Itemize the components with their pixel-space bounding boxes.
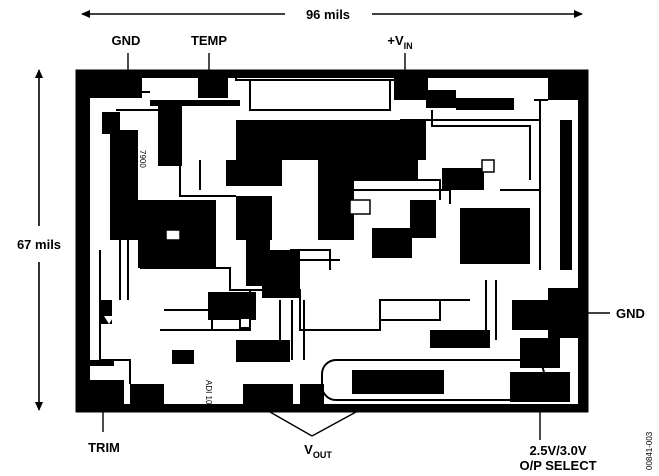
height-dimension: 67 mils — [17, 69, 61, 411]
circuit-traces — [96, 71, 548, 401]
label-vin-sub: IN — [404, 41, 413, 51]
die-border-top — [76, 70, 588, 78]
pad-top-right — [548, 70, 588, 100]
pad-vout-a — [243, 384, 293, 412]
label-gnd-right: GND — [616, 306, 645, 321]
figure-id: 00841-003 — [645, 431, 654, 470]
pad-gnd-top — [84, 70, 142, 98]
circuit-details — [104, 159, 495, 329]
width-label: 96 mils — [306, 7, 350, 22]
label-select-line1: 2.5V/3.0V — [529, 443, 586, 458]
label-vin-main: +V — [387, 33, 404, 48]
label-temp: TEMP — [191, 33, 227, 48]
label-select-line2: O/P SELECT — [519, 458, 596, 473]
label-vout-main: V — [304, 442, 313, 457]
pad-temp — [198, 70, 228, 98]
label-vout-sub: OUT — [313, 450, 333, 460]
die-marking: 7900 — [138, 150, 147, 168]
die-marking-small: ADI 100 — [204, 380, 213, 409]
leader-lines — [102, 53, 610, 440]
pad-vout-b — [300, 384, 324, 412]
label-vout: VOUT — [304, 442, 332, 460]
pad-gnd-right — [548, 288, 588, 338]
label-gnd-top: GND — [112, 33, 141, 48]
circuit-metal — [90, 90, 572, 394]
pad-trim — [78, 380, 124, 412]
height-label: 67 mils — [17, 237, 61, 252]
pad-bottom-2 — [130, 384, 164, 412]
pad-vin — [394, 70, 428, 100]
width-dimension: 96 mils — [81, 7, 583, 22]
pad-select — [510, 372, 570, 402]
die-border-left — [76, 70, 90, 412]
die-border-bottom — [76, 404, 588, 412]
label-trim: TRIM — [88, 440, 120, 455]
die-border-right — [578, 70, 588, 412]
label-vin: +VIN — [387, 33, 412, 51]
